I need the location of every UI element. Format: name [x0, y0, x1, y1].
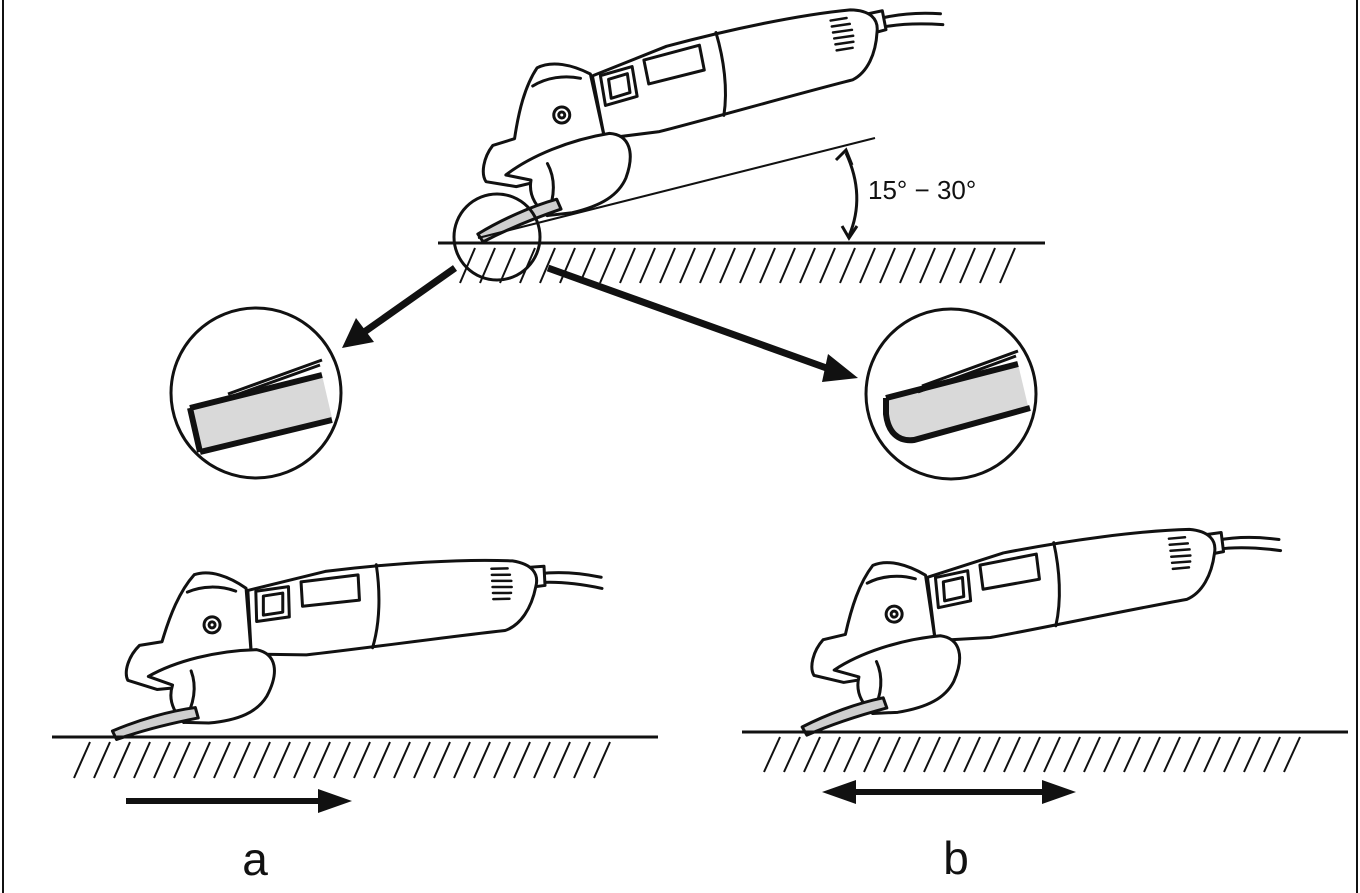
magnifier-circle-icon: [452, 192, 542, 282]
angle-grinder-icon: [468, 5, 952, 244]
double-arrow-icon: [1042, 780, 1076, 804]
angle-arrow-down: [840, 225, 859, 241]
work-surface-hatch: [459, 247, 1016, 284]
variant-a-scene: a: [52, 519, 658, 885]
work-surface-hatch: [763, 736, 1301, 773]
variant-b-label: b: [943, 832, 969, 884]
angle-grinder-icon: [110, 519, 606, 790]
arrow-to-left-detail: [357, 265, 458, 338]
grinding-disc-icon: [886, 364, 1028, 441]
variant-b-scene: b: [742, 514, 1348, 884]
work-surface-hatch: [73, 741, 611, 779]
detail-right: [864, 307, 1038, 481]
arrow-to-right-detail: [546, 264, 834, 374]
angle-arrow-up: [834, 147, 854, 166]
arrow-icon: [318, 789, 352, 813]
arrow-icon: [342, 318, 374, 348]
angle-reference-line: [477, 137, 876, 239]
arrow-icon: [822, 354, 858, 382]
top-grinder-scene: 15° − 30°: [438, 5, 1045, 284]
grinding-disc-icon: [190, 375, 332, 452]
angle-label: 15° − 30°: [868, 175, 976, 205]
detail-left: [169, 306, 343, 480]
zoom-arrows: [342, 264, 858, 382]
angle-arc: [844, 152, 859, 237]
double-arrow-icon: [822, 780, 856, 804]
angle-grinder-icon: [800, 514, 1283, 753]
variant-a-label: a: [242, 833, 268, 885]
